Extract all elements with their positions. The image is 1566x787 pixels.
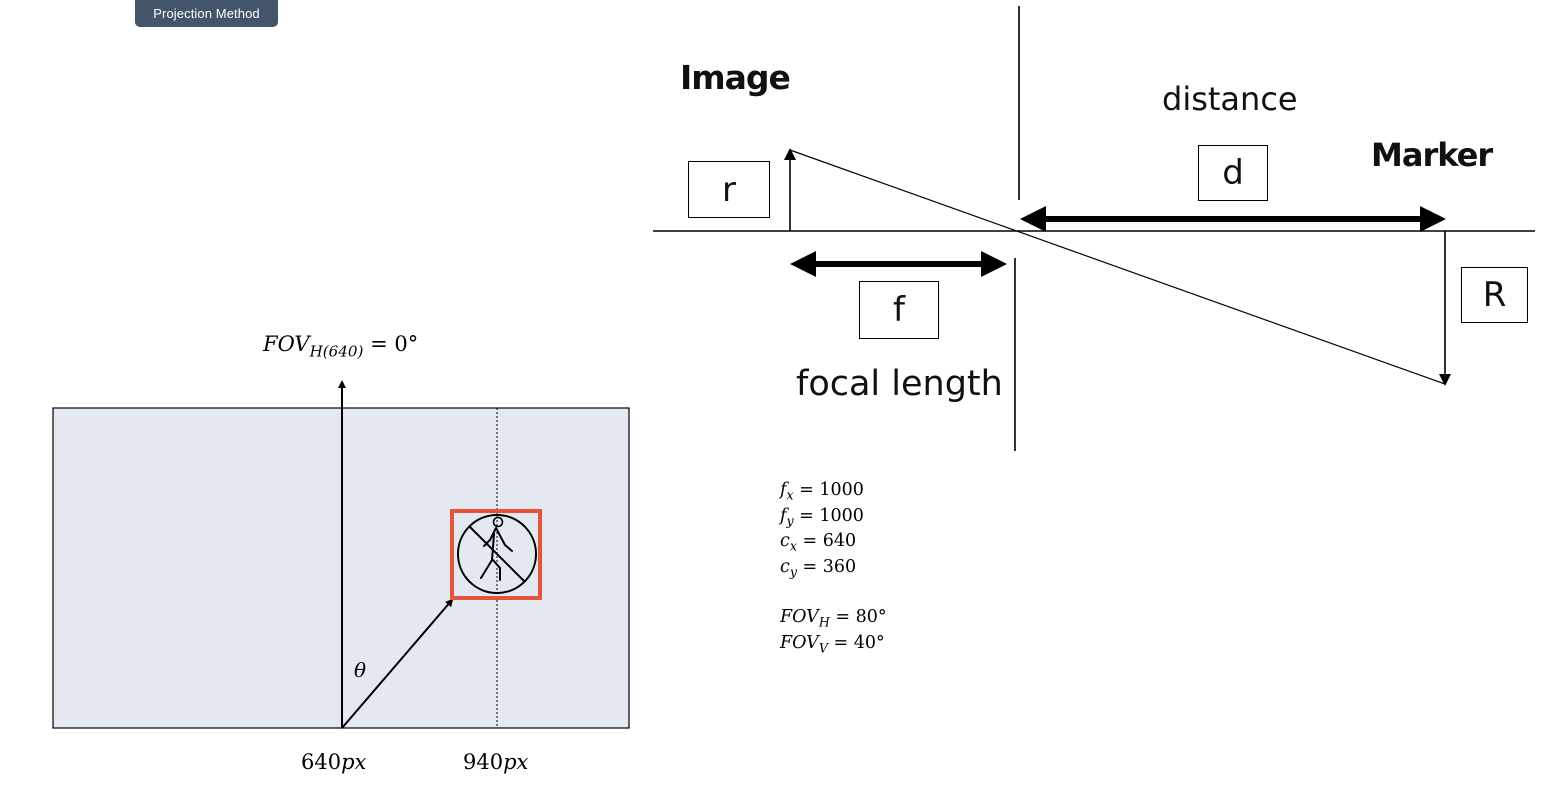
focal-length-label: focal length	[796, 364, 1003, 404]
param-fy: fy = 1000	[780, 505, 864, 528]
fov-h-640-label: FOVH(640) = 0°	[263, 332, 419, 361]
no-pedestrian-icon	[457, 514, 537, 594]
param-fov-h: FOVH = 80°	[780, 607, 887, 630]
image-label: Image	[680, 58, 791, 97]
distance-label: distance	[1162, 80, 1298, 118]
detection-bbox	[450, 509, 542, 600]
x-label-640px: 640px	[301, 750, 367, 774]
box-f: f	[859, 281, 939, 339]
box-r: r	[688, 161, 770, 218]
distance-double-arrow	[1020, 206, 1446, 232]
projection-method-button[interactable]: Projection Method	[135, 0, 278, 27]
box-d: d	[1198, 145, 1268, 201]
angle-vector-arrow	[341, 598, 454, 729]
focal-length-double-arrow	[790, 251, 1007, 277]
projection-ray	[789, 149, 1446, 385]
param-fov-v: FOVV = 40°	[780, 632, 885, 655]
x-label-940px: 940px	[463, 750, 529, 774]
camera-parameters: fx = 1000 fy = 1000 cx = 640 cy = 360 FO…	[780, 478, 887, 656]
box-R: R	[1461, 267, 1528, 323]
marker-label: Marker	[1371, 136, 1493, 174]
theta-label: θ	[354, 658, 367, 682]
param-fx: fx = 1000	[780, 480, 864, 503]
param-cy: cy = 360	[780, 556, 857, 579]
param-cx: cx = 640	[780, 531, 857, 554]
